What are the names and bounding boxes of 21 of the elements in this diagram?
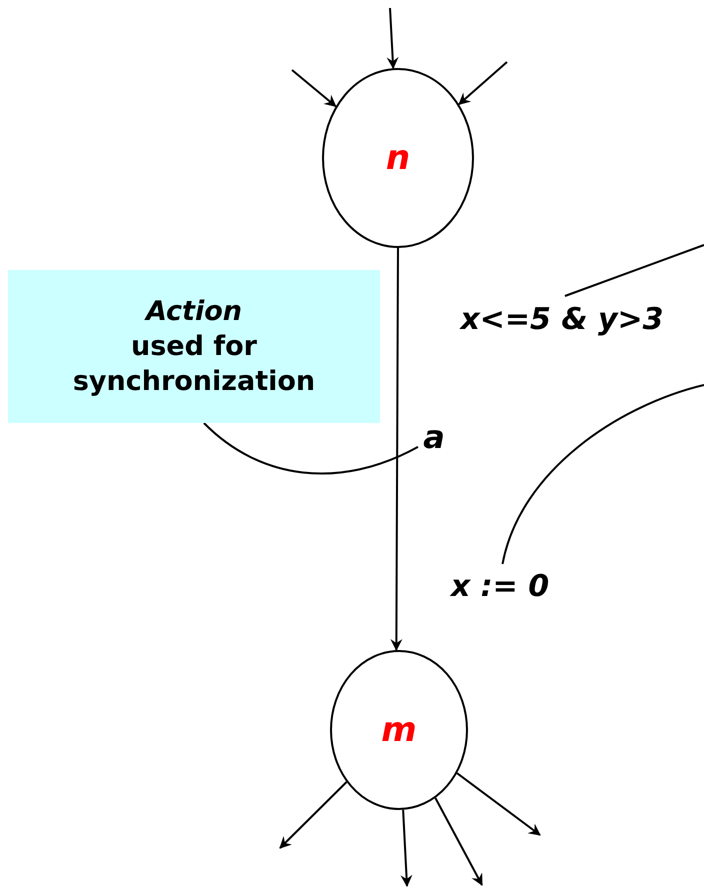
note-box: [8, 270, 380, 423]
arrow: [279, 781, 348, 849]
state-name: n: [386, 141, 410, 175]
guard-label: x<=5 & y>3: [420, 296, 704, 342]
state-circle: [322, 68, 474, 248]
note-title: Action: [146, 294, 242, 329]
arrow: [400, 810, 412, 887]
arrow: [291, 69, 337, 108]
leader-line: [564, 244, 704, 297]
note-text: used for synchronization: [72, 330, 316, 400]
state-name: m: [381, 713, 417, 747]
arrow: [390, 248, 402, 652]
arrow: [456, 772, 541, 836]
arrow: [434, 798, 483, 886]
arrow: [458, 61, 508, 106]
action-label: a: [418, 420, 450, 456]
leader-line: [203, 422, 418, 474]
arrow: [386, 8, 399, 70]
state-circle: [330, 650, 468, 810]
leader-line: [502, 384, 704, 564]
update-label: x := 0: [428, 564, 572, 608]
